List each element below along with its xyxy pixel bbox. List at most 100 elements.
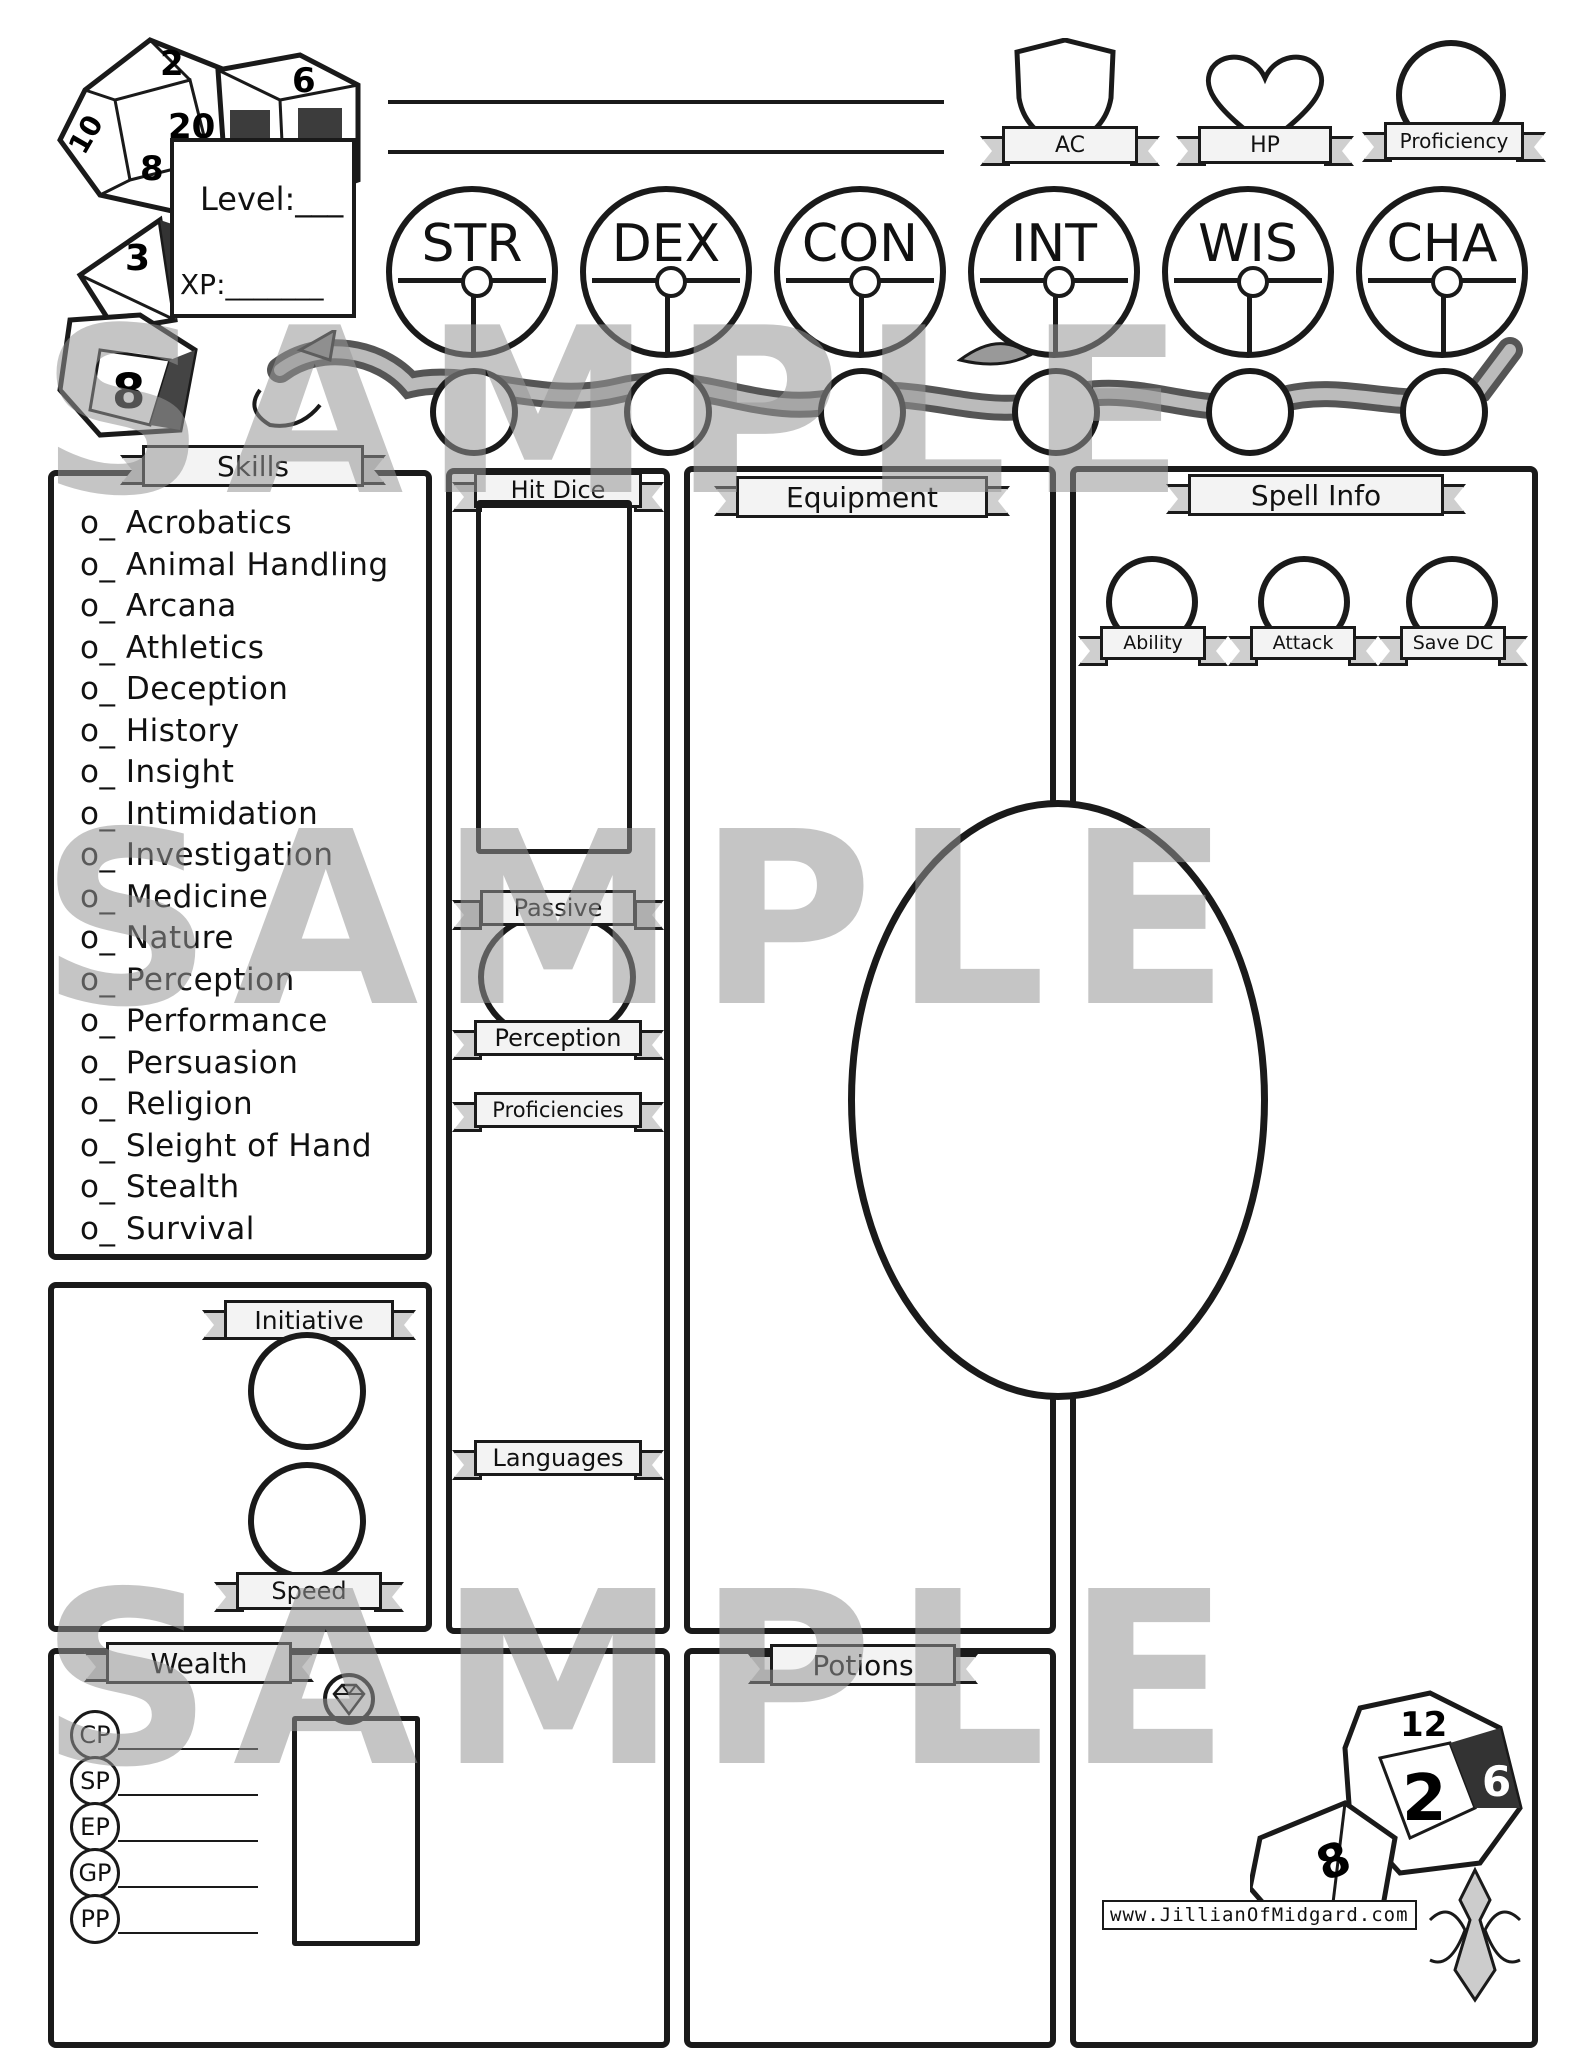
potions-ribbon: Potions — [748, 1644, 978, 1686]
ability-connector — [1441, 294, 1446, 354]
skill-item[interactable]: o_ Religion — [80, 1086, 254, 1122]
d12-number: 2 — [1402, 1762, 1447, 1836]
coin-amount-line[interactable] — [118, 1794, 258, 1796]
coin-amount-line[interactable] — [118, 1886, 258, 1888]
coin-badge: GP — [70, 1848, 120, 1898]
skill-item[interactable]: o_ Athletics — [80, 629, 265, 666]
skill-item[interactable]: o_ History — [80, 712, 240, 749]
saving-throw-bubble[interactable] — [1237, 266, 1269, 298]
ability-label: STR — [421, 214, 523, 274]
d4-number: 3 — [125, 238, 150, 279]
skill-item[interactable]: o_ Nature — [80, 920, 234, 956]
ac-ribbon: AC — [980, 126, 1160, 166]
coin-amount-line[interactable] — [118, 1748, 258, 1750]
gem-icon — [323, 1673, 375, 1725]
class-race-line[interactable] — [388, 150, 944, 154]
ability-modifier-circle[interactable] — [1400, 368, 1488, 456]
ability-score-circle[interactable]: INT — [968, 186, 1140, 358]
potions-field[interactable] — [696, 1696, 1044, 2036]
d12-number: 6 — [1482, 1757, 1511, 1806]
ability-label: INT — [1011, 214, 1097, 274]
skill-item[interactable]: o_ Sleight of Hand — [80, 1127, 372, 1164]
spell-ability-ribbon: Ability — [1078, 626, 1228, 666]
ability-score-circle[interactable]: STR — [386, 186, 558, 358]
wealth-title: Wealth — [106, 1642, 292, 1684]
skill-item[interactable]: o_ Intimidation — [80, 795, 319, 832]
ability-connector — [1053, 294, 1058, 354]
website-label[interactable]: www.JillianOfMidgard.com — [1102, 1900, 1417, 1930]
initiative-circle[interactable] — [248, 1332, 366, 1450]
skill-item[interactable]: o_ Stealth — [80, 1169, 240, 1205]
ability-score-circle[interactable]: CHA — [1356, 186, 1528, 358]
d8-number: 8 — [112, 364, 145, 420]
spell-attack-ribbon: Attack — [1228, 626, 1378, 666]
hp-label: HP — [1198, 126, 1332, 164]
wealth-ribbon: Wealth — [84, 1642, 314, 1684]
coin-badge: PP — [70, 1894, 120, 1944]
skill-item[interactable]: o_ Medicine — [80, 878, 269, 915]
proficiencies-ribbon: Proficiencies — [452, 1092, 664, 1132]
hp-ribbon: HP — [1176, 126, 1354, 166]
character-portrait-oval[interactable] — [848, 800, 1268, 1400]
passive-ribbon: Passive — [452, 890, 664, 930]
skill-item[interactable]: o_ Animal Handling — [80, 546, 389, 583]
saving-throw-bubble[interactable] — [655, 266, 687, 298]
heart-icon — [1205, 54, 1325, 149]
d20-number: 8 — [140, 149, 164, 189]
skill-item[interactable]: o_ Acrobatics — [80, 505, 293, 541]
speed-circle[interactable] — [248, 1462, 366, 1580]
skill-item[interactable]: o_ Performance — [80, 1003, 328, 1039]
skill-item[interactable]: o_ Deception — [80, 671, 289, 707]
proficiencies-label: Proficiencies — [474, 1092, 642, 1128]
skill-item[interactable]: o_ Insight — [80, 754, 235, 790]
languages-label: Languages — [474, 1440, 642, 1476]
spell-info-title: Spell Info — [1188, 474, 1444, 516]
equipment-title: Equipment — [736, 476, 988, 518]
proficiencies-field[interactable] — [460, 1130, 656, 1430]
coin-badge: CP — [70, 1710, 120, 1760]
ability-modifier-circle[interactable] — [430, 368, 518, 456]
languages-field[interactable] — [460, 1478, 656, 1618]
skill-item[interactable]: o_ Perception — [80, 961, 295, 998]
proficiency-ribbon: Proficiency — [1362, 122, 1546, 162]
level-label[interactable]: Level:___ — [200, 180, 344, 218]
potions-panel — [684, 1648, 1056, 2048]
coin-amount-line[interactable] — [118, 1840, 258, 1842]
ability-connector — [665, 294, 670, 354]
level-xp-box — [170, 138, 356, 318]
skill-item[interactable]: o_ Investigation — [80, 837, 334, 873]
ability-modifier-circle[interactable] — [624, 368, 712, 456]
proficiency-label: Proficiency — [1384, 122, 1524, 160]
ability-connector — [471, 294, 476, 354]
ability-modifier-circle[interactable] — [1206, 368, 1294, 456]
ac-label: AC — [1002, 126, 1138, 164]
ability-label: WIS — [1198, 214, 1298, 274]
saving-throw-bubble[interactable] — [1431, 266, 1463, 298]
xp-label[interactable]: XP:_______ — [180, 268, 324, 301]
ability-score-circle[interactable]: WIS — [1162, 186, 1334, 358]
ability-modifier-circle[interactable] — [818, 368, 906, 456]
ability-score-circle[interactable]: DEX — [580, 186, 752, 358]
speed-ribbon: Speed — [214, 1572, 404, 1612]
d20-number: 2 — [160, 44, 184, 84]
gems-field[interactable] — [292, 1716, 420, 1946]
skill-item[interactable]: o_ Arcana — [80, 588, 237, 624]
d12-number: 12 — [1400, 1705, 1447, 1745]
saving-throw-bubble[interactable] — [461, 266, 493, 298]
saving-throw-bubble[interactable] — [849, 266, 881, 298]
languages-ribbon: Languages — [452, 1440, 664, 1480]
skill-item[interactable]: o_ Survival — [80, 1210, 255, 1247]
spell-save-dc-ribbon: Save DC — [1378, 626, 1528, 666]
saving-throw-bubble[interactable] — [1043, 266, 1075, 298]
perception-ribbon: Perception — [452, 1020, 664, 1060]
ability-score-circle[interactable]: CON — [774, 186, 946, 358]
ability-connector — [1247, 294, 1252, 354]
character-name-line[interactable] — [388, 100, 944, 104]
skills-title: Skills — [142, 445, 364, 487]
potions-title: Potions — [770, 1644, 956, 1686]
coin-amount-line[interactable] — [118, 1932, 258, 1934]
perception-label: Perception — [474, 1020, 642, 1056]
hit-dice-field[interactable] — [476, 500, 632, 854]
ability-modifier-circle[interactable] — [1012, 368, 1100, 456]
skill-item[interactable]: o_ Persuasion — [80, 1044, 299, 1081]
